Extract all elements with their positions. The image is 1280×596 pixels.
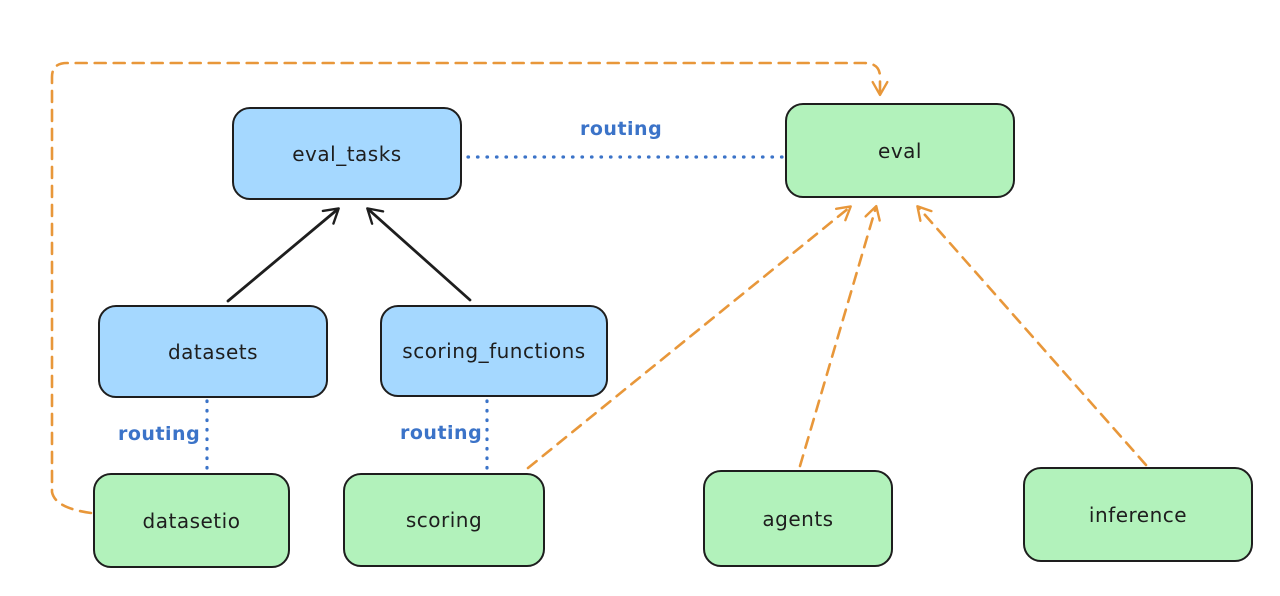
edge-scoring-to-eval (526, 205, 852, 470)
node-datasetio: datasetio (93, 473, 290, 568)
edge-datasets-to-eval-tasks (226, 207, 340, 303)
node-agents-label: agents (762, 506, 834, 531)
node-eval: eval (785, 103, 1015, 198)
edge-scoring-functions-to-eval-tasks (366, 207, 472, 302)
edge-inference-to-eval (916, 205, 1148, 467)
edge-label-routing-scoring-functions-scoring: routing (400, 422, 483, 444)
node-datasetio-label: datasetio (142, 508, 241, 533)
edge-label-routing-eval-tasks-eval: routing (580, 118, 663, 140)
node-inference-label: inference (1088, 502, 1188, 527)
node-datasets-label: datasets (167, 339, 259, 364)
node-eval-tasks-label: eval_tasks (292, 141, 402, 166)
edge-datasetio-to-eval (50, 61, 889, 515)
node-inference: inference (1023, 467, 1253, 562)
node-eval-label: eval (878, 138, 922, 163)
node-datasets: datasets (98, 305, 328, 398)
node-eval-tasks: eval_tasks (232, 107, 462, 200)
node-scoring-label: scoring (405, 508, 483, 532)
node-agents: agents (703, 470, 893, 567)
node-scoring: scoring (343, 473, 545, 567)
edge-agents-to-eval (798, 204, 881, 468)
node-scoring-functions: scoring_functions (380, 305, 608, 397)
node-scoring-functions-label: scoring_functions (402, 339, 586, 363)
edge-label-routing-datasets-datasetio: routing (118, 423, 201, 445)
